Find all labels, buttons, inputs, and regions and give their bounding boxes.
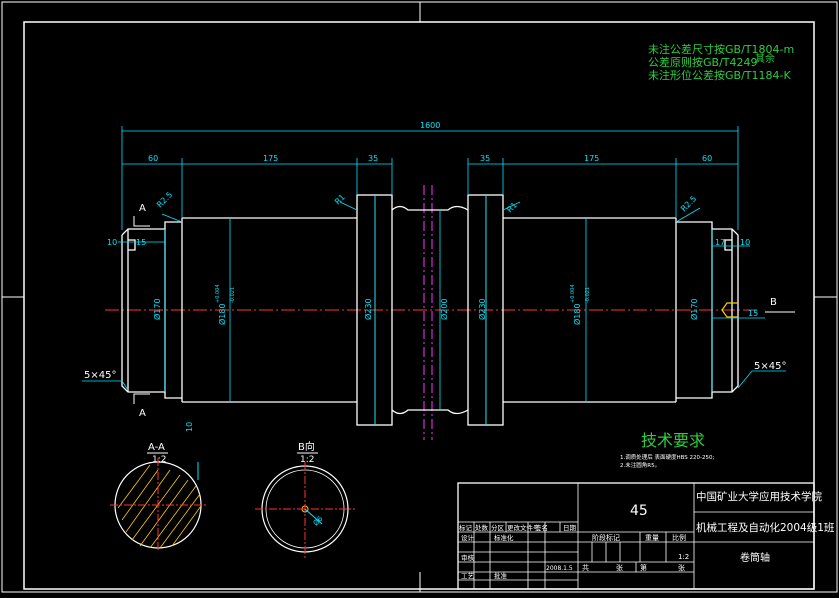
- chamfer-right: 5×45°: [754, 361, 786, 372]
- dim-dia180-left: Ø180: [217, 303, 227, 325]
- dim-17: 17: [715, 238, 725, 247]
- dim-r1-right: R1: [505, 201, 519, 215]
- tb-date: 2008.1.5: [546, 565, 573, 572]
- dim-left-35: 35: [368, 154, 378, 163]
- section-markers: [133, 216, 795, 404]
- dimension-texts: 1600 60 175 35 35 175 60 R2.5 R1 R1 R2.5…: [107, 121, 758, 325]
- dim-tol-left-upper: +0.004: [215, 284, 221, 303]
- dim-10-right: 10: [740, 238, 750, 247]
- dim-tol-right-upper: +0.004: [570, 284, 576, 303]
- tb-sign-std: 标准化: [494, 533, 514, 542]
- dimension-lines: [82, 126, 786, 425]
- title-block-text: 45 中国矿业大学应用技术学院 机械工程及自动化2004级1班 卷筒轴 1:2 …: [459, 490, 835, 580]
- view-b: B向 1:2 Ø6: [255, 440, 355, 558]
- tb-school: 中国矿业大学应用技术学院: [696, 490, 822, 503]
- note-extra: 其余: [755, 52, 775, 65]
- tb-material: 45: [630, 503, 648, 519]
- section-aa-dim: 10: [185, 422, 194, 432]
- tb-sign-design: 设计: [461, 533, 475, 542]
- tb-label-0: 标记: [459, 523, 473, 532]
- note-line-3: 未注形位公差按GB/T1184-K: [648, 68, 791, 82]
- tb-stage-mark: 阶段标记: [592, 533, 620, 542]
- tb-label-2: 分区: [491, 523, 505, 532]
- tb-label-4: 签名: [535, 523, 548, 532]
- dim-15-left: 15: [136, 238, 146, 247]
- tb-weight: 重量: [645, 534, 659, 542]
- section-aa-title: A-A: [148, 442, 165, 453]
- dim-10-left: 10: [107, 238, 117, 247]
- tb-ratio: 比例: [672, 533, 686, 542]
- title-block: [457, 482, 815, 590]
- tb-sheet-num: 第: [640, 563, 647, 572]
- dim-overall: 1600: [420, 121, 440, 130]
- tb-sign-approve: 批准: [494, 571, 508, 580]
- dim-tol-left-lower: -0.021: [230, 287, 236, 303]
- tech-requirements: 技术要求 1.调质处理后 表面硬度HBS 220-250; 2.未注圆角R5。: [620, 431, 715, 469]
- dim-left-60: 60: [148, 154, 158, 163]
- note-line-2: 公差原则按GB/T4249: [648, 55, 758, 69]
- dim-left-175: 175: [263, 154, 278, 163]
- dim-dia230-right: Ø230: [477, 298, 487, 320]
- dim-dia230-left: Ø230: [363, 298, 373, 320]
- tb-label-5: 日期: [563, 524, 577, 532]
- dim-dia180-right: Ø180: [572, 303, 582, 325]
- chamfer-texts: 5×45° 5×45°: [84, 361, 786, 381]
- dim-tol-right-lower: -0.021: [585, 287, 591, 303]
- tb-sheet-word: 张: [616, 563, 623, 572]
- marker-a-bottom: A: [139, 408, 146, 419]
- dim-right-175: 175: [584, 154, 599, 163]
- tech-item-2: 2.未注圆角R5。: [620, 461, 660, 469]
- view-b-scale: 1:2: [300, 455, 314, 465]
- tech-item-1: 1.调质处理后 表面硬度HBS 220-250;: [620, 453, 715, 461]
- tb-part-name: 卷筒轴: [740, 551, 770, 564]
- tb-sign-review: 审核: [461, 553, 475, 562]
- section-aa: A-A 1:2 10: [110, 422, 206, 552]
- tb-scale: 1:2: [678, 553, 689, 561]
- dim-dia170-right: Ø170: [689, 298, 699, 320]
- tb-label-1: 处数: [475, 523, 489, 532]
- dim-r25-left: R2.5: [155, 190, 174, 209]
- marker-a-top: A: [139, 203, 146, 214]
- tb-sign-process: 工艺: [461, 572, 475, 580]
- view-b-title: B向: [298, 440, 315, 453]
- tech-title: 技术要求: [641, 431, 705, 450]
- tb-sheet-word-2: 张: [678, 563, 685, 572]
- dim-dia170-left: Ø170: [152, 298, 162, 320]
- dim-right-60: 60: [702, 154, 712, 163]
- tb-total: 共: [582, 563, 589, 572]
- section-aa-scale: 1:2: [152, 455, 166, 465]
- tb-class: 机械工程及自动化2004级1班: [696, 521, 835, 534]
- dim-15-right: 15: [748, 309, 758, 318]
- note-line-1: 未注公差尺寸按GB/T1804-m: [648, 42, 794, 56]
- chamfer-left: 5×45°: [84, 370, 116, 381]
- tolerance-notes: 未注公差尺寸按GB/T1804-m 公差原则按GB/T4249 未注形位公差按G…: [648, 42, 794, 82]
- dim-dia200: Ø200: [439, 298, 449, 320]
- center-hole: [721, 302, 738, 318]
- marker-b: B: [770, 297, 777, 308]
- dim-right-35: 35: [480, 154, 490, 163]
- tb-label-3: 更改文件号: [507, 523, 540, 532]
